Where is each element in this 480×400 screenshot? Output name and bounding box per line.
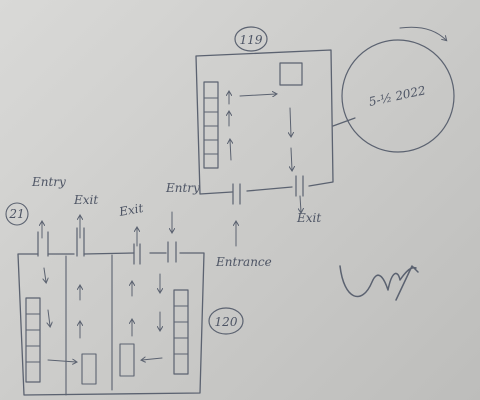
room-119-outline [195, 49, 334, 195]
exit-mid-label: Exit [117, 201, 144, 219]
room-21-and-120: 21 120 Entry Exit Exit Entry [5, 175, 244, 396]
date-circle [341, 39, 455, 153]
shelf-right [173, 289, 189, 375]
date-stamp: 5-½ 2022 [332, 26, 455, 153]
room-120-number: 120 [215, 315, 238, 329]
date-text: 5-½ 2022 [367, 83, 426, 109]
room-119-number: 119 [240, 33, 263, 47]
exit-door-mid [133, 243, 141, 265]
entrance-door [232, 183, 241, 205]
exit-top-label: Exit [296, 211, 321, 225]
room-119-box [279, 62, 303, 86]
room-outline [17, 252, 205, 396]
exit-door-top [295, 175, 304, 197]
flow-arrow [239, 94, 276, 96]
flow-arrow [290, 107, 291, 136]
exit-left-label: Exit [73, 193, 98, 207]
box-left [81, 353, 97, 385]
flow-arrow [230, 140, 231, 161]
entry-door-left [37, 231, 49, 257]
flow-arrow [291, 147, 292, 170]
entry-mid-label: Entry [165, 181, 200, 195]
entrance-label: Entrance [215, 255, 272, 269]
box-right [119, 343, 135, 377]
entry-door-mid [167, 241, 177, 263]
room-119-number-circle [234, 26, 268, 52]
entry-left-label: Entry [31, 175, 66, 189]
room-119: 119 Exit Entrance [195, 26, 334, 269]
room-partition [65, 254, 113, 396]
room-21-number: 21 [8, 207, 24, 221]
signature [339, 265, 419, 301]
room-119-shelf [203, 81, 219, 169]
shelf-left [25, 297, 41, 383]
room-120-number-circle [208, 307, 244, 335]
room-21-number-circle [5, 202, 29, 226]
exit-door-left [76, 227, 85, 257]
